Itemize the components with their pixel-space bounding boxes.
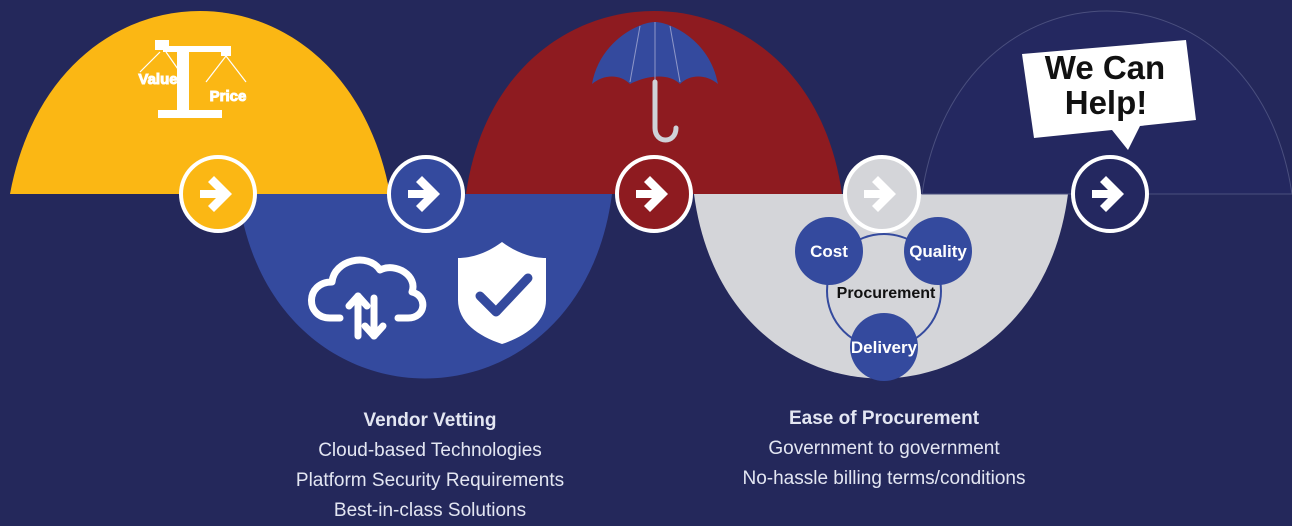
vendor-vetting-caption: Vendor Vetting Cloud-based Technologies … xyxy=(220,406,640,526)
arrow-icon-5 xyxy=(1071,155,1149,233)
vendor-vetting-line: Platform Security Requirements xyxy=(295,470,565,491)
bubble-line-2: Help! xyxy=(1065,84,1148,121)
quality-node xyxy=(904,217,972,285)
umbrella-icon xyxy=(592,22,718,143)
scale-icon: Value Price xyxy=(138,40,247,118)
vendor-vetting-line: Cloud-based Technologies xyxy=(318,440,542,461)
delivery-label: Delivery xyxy=(851,338,918,357)
scale-price-label: Price xyxy=(210,88,247,105)
quality-label: Quality xyxy=(909,242,967,261)
ease-of-procurement-title: Ease of Procurement xyxy=(788,408,980,429)
scale-value-label: Value xyxy=(138,71,177,88)
cloud-sync-icon xyxy=(308,256,427,340)
cost-label: Cost xyxy=(810,242,848,261)
arrow-icon-4 xyxy=(843,155,921,233)
delivery-node xyxy=(850,313,918,381)
stage-procurement-bowl xyxy=(694,194,1068,379)
ease-of-procurement-line: No-hassle billing terms/conditions xyxy=(742,468,1026,489)
ease-of-procurement-line: Government to government xyxy=(768,438,1000,459)
speech-bubble-icon: We Can Help! xyxy=(1022,40,1196,150)
stage-value-dome xyxy=(10,11,390,194)
vendor-vetting-title: Vendor Vetting xyxy=(363,410,497,431)
bubble-line-1: We Can xyxy=(1045,49,1165,86)
procurement-cycle: Cost Quality Delivery Procurement xyxy=(795,217,972,381)
vendor-vetting-line: Best-in-class Solutions xyxy=(333,500,527,521)
procurement-label: Procurement xyxy=(837,285,936,302)
arrow-icon-3 xyxy=(615,155,693,233)
ease-of-procurement-caption: Ease of Procurement Government to govern… xyxy=(674,404,1094,494)
arrow-icon-1 xyxy=(179,155,257,233)
cost-node xyxy=(795,217,863,285)
shield-check-icon xyxy=(458,242,546,344)
arrow-icon-2 xyxy=(387,155,465,233)
